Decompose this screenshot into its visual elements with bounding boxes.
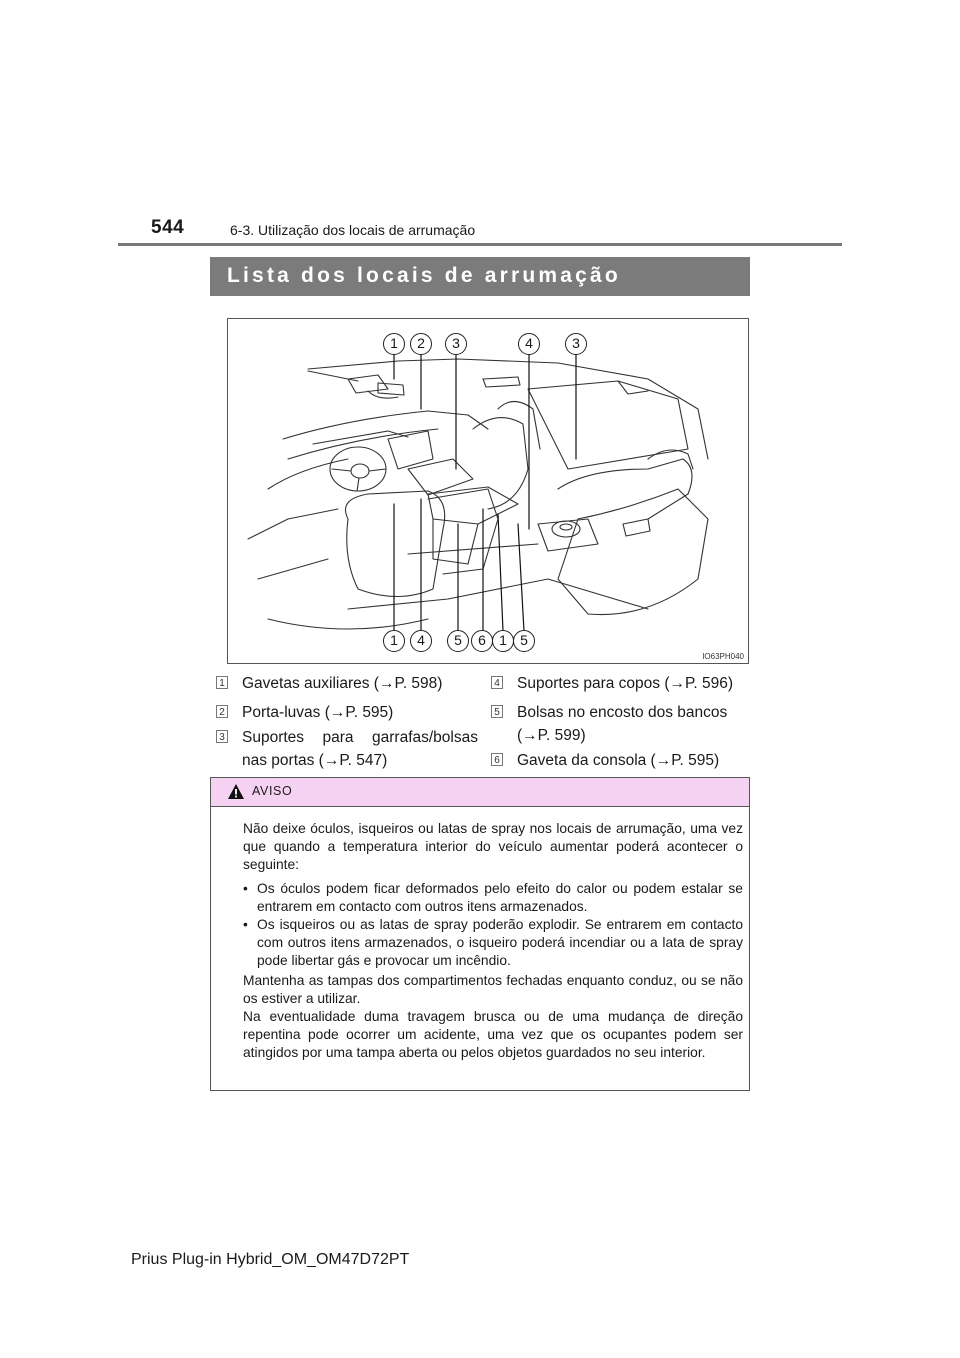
legend-text: Porta-luvas (→P. 595) [242, 704, 394, 721]
warning-bullet: Os isqueiros ou as latas de spray poderã… [243, 916, 743, 970]
callout-bottom-5: 5 [447, 630, 469, 652]
legend-number: 5 [491, 705, 503, 718]
section-header: 6-3. Utilização dos locais de arrumação [230, 222, 476, 238]
callout-top-4: 4 [518, 333, 540, 355]
legend-number: 6 [491, 753, 503, 766]
legend-text: Bolsas no encosto dos bancos (→P. 599) [517, 704, 728, 744]
warning-intro: Não deixe óculos, isqueiros ou latas de … [243, 821, 743, 872]
warning-paragraph: Mantenha as tampas dos compartimentos fe… [243, 973, 743, 1006]
callout-bottom-1b: 1 [492, 630, 514, 652]
legend-text: Gaveta da consola (→P. 595) [517, 752, 720, 769]
legend-number: 2 [216, 705, 228, 718]
warning-header: AVISO [211, 778, 749, 807]
page-title: Lista dos locais de arrumação [227, 264, 621, 287]
warning-list: Os óculos podem ficar deformados pelo ef… [243, 880, 743, 970]
warning-bullet: Os óculos podem ficar deformados pelo ef… [243, 880, 743, 916]
legend-text: Suportes para garrafas/bolsas nas portas… [242, 729, 478, 769]
interior-illustration: 1 2 3 4 3 1 4 5 6 1 5 IO63PH040 [227, 318, 749, 664]
car-interior-drawing [247, 353, 709, 632]
callout-top-1: 1 [383, 333, 405, 355]
callout-bottom-1: 1 [383, 630, 405, 652]
callout-bottom-4: 4 [410, 630, 432, 652]
callout-top-3b: 3 [565, 333, 587, 355]
warning-title: AVISO [252, 784, 293, 798]
legend-text: Gavetas auxiliares (→P. 598) [242, 675, 443, 692]
header-rule [118, 243, 842, 246]
title-bar: Lista dos locais de arrumação [210, 257, 750, 296]
callout-bottom-6: 6 [471, 630, 493, 652]
footer: Prius Plug-in Hybrid_OM_OM47D72PT [131, 1251, 410, 1268]
callout-bottom-5b: 5 [513, 630, 535, 652]
callout-top-2: 2 [410, 333, 432, 355]
page-number: 544 [151, 217, 185, 238]
warning-icon [228, 784, 244, 799]
warning-paragraph: Na eventualidade duma travagem brusca ou… [243, 1009, 743, 1060]
legend-text: Suportes para copos (→P. 596) [517, 675, 733, 692]
figure-code: IO63PH040 [702, 652, 744, 661]
legend-number: 1 [216, 676, 228, 689]
warning-box: AVISO Não deixe óculos, isqueiros ou lat… [210, 777, 750, 1091]
callout-top-3: 3 [445, 333, 467, 355]
legend-number: 3 [216, 730, 228, 743]
warning-body: Não deixe óculos, isqueiros ou latas de … [243, 820, 743, 1062]
legend-number: 4 [491, 676, 503, 689]
